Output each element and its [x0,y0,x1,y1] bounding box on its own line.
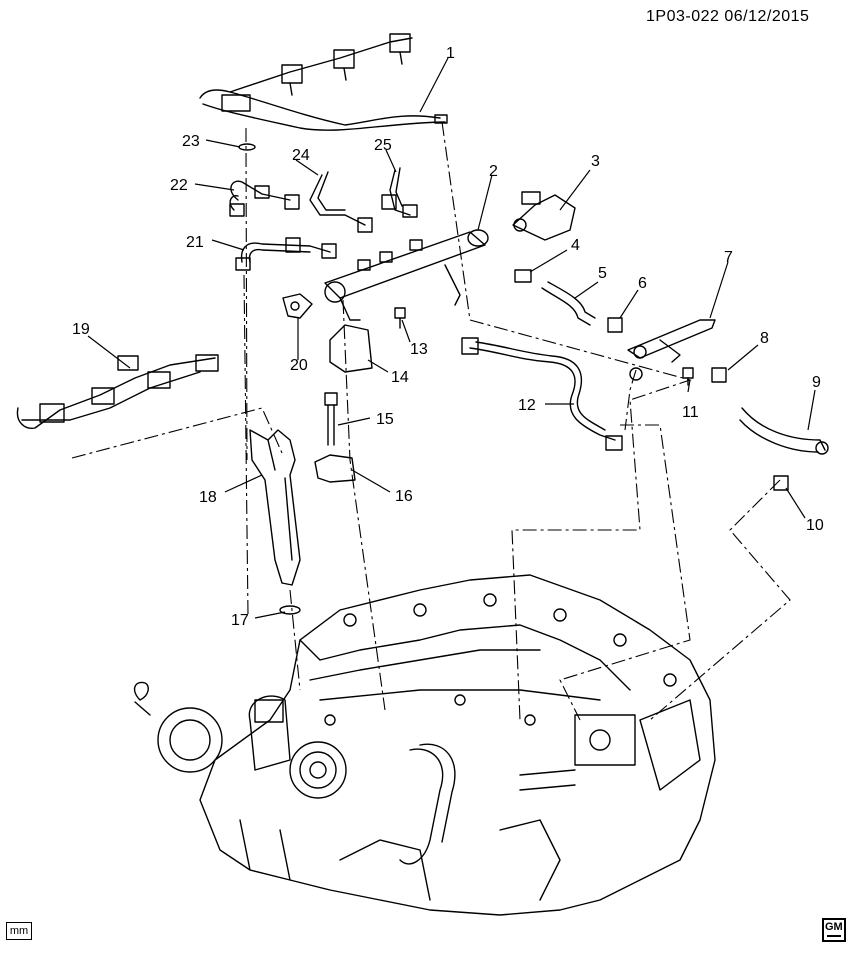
callout-2: 2 [489,163,498,180]
callout-16: 16 [395,488,413,505]
unit-label: mm [6,922,32,940]
gm-logo-text: GM [825,921,843,933]
callout-18: 18 [199,489,217,506]
callout-10: 10 [806,517,824,534]
guide-lines [71,121,791,721]
callout-8: 8 [760,330,769,347]
callout-9: 9 [812,374,821,391]
callout-17: 17 [231,612,249,629]
callout-11: 11 [682,404,699,421]
callout-22: 22 [170,177,188,194]
callout-24: 24 [292,147,310,164]
callout-14: 14 [391,369,409,386]
gm-logo-bar [827,935,841,937]
callout-6: 6 [638,275,647,292]
callout-25: 25 [374,137,392,154]
callout-23: 23 [182,133,200,150]
callout-leaders [87,57,816,619]
gm-logo: GM [822,918,846,942]
callout-3: 3 [591,153,600,170]
callout-4: 4 [571,237,580,254]
callout-12: 12 [518,397,536,414]
callout-15: 15 [376,411,394,428]
callout-7: 7 [724,249,733,266]
callout-21: 21 [186,234,204,251]
callout-20: 20 [290,357,308,374]
diagram-reference: 1P03-022 06/12/2015 [646,8,810,25]
callout-1: 1 [446,45,455,62]
callout-13: 13 [410,341,428,358]
harness-upper [199,37,413,99]
engine-block [133,574,716,916]
callout-5: 5 [598,265,607,282]
callout-19: 19 [72,321,90,338]
component-parts [16,33,829,615]
